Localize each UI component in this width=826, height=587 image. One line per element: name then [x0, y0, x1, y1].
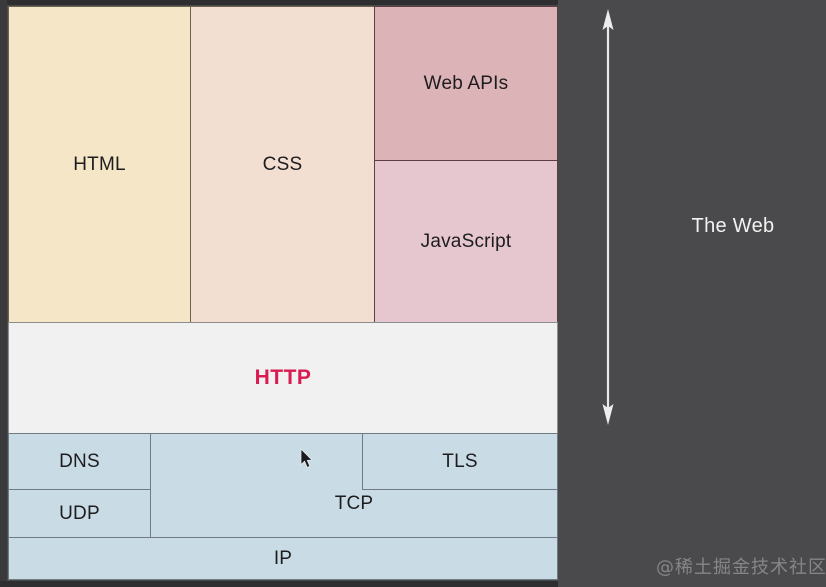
block-tls[interactable]: TLS — [362, 433, 558, 490]
block-http[interactable]: HTTP — [8, 322, 558, 434]
block-tcp-label: TCP — [334, 493, 374, 514]
block-udp[interactable]: UDP — [8, 489, 151, 538]
block-css[interactable]: CSS — [190, 6, 375, 323]
block-udp-label: UDP — [59, 502, 100, 524]
block-tls-label: TLS — [442, 450, 478, 472]
block-css-label: CSS — [262, 153, 303, 175]
block-ip[interactable]: IP — [8, 537, 558, 580]
block-ip-label: IP — [273, 547, 293, 569]
mouse-cursor — [300, 449, 313, 468]
block-web-apis[interactable]: Web APIs — [374, 6, 558, 161]
block-javascript[interactable]: JavaScript — [374, 160, 558, 323]
block-html[interactable]: HTML — [8, 6, 191, 323]
frame-left-edge — [0, 0, 7, 587]
block-dns[interactable]: DNS — [8, 433, 151, 490]
double-arrow-icon — [602, 9, 614, 425]
block-html-label: HTML — [73, 153, 126, 175]
block-dns-label: DNS — [59, 450, 100, 472]
web-scope-label: The Web — [691, 215, 775, 237]
block-javascript-label: JavaScript — [420, 230, 512, 252]
web-scope-region: The Web @稀土掘金技术社区 — [558, 0, 826, 587]
stack-panel: HTML CSS Web APIs JavaScript HTTP TCP DN… — [8, 6, 558, 580]
watermark-text: @稀土掘金技术社区 — [656, 557, 826, 578]
block-web-apis-label: Web APIs — [423, 72, 509, 94]
block-http-label: HTTP — [254, 366, 312, 389]
